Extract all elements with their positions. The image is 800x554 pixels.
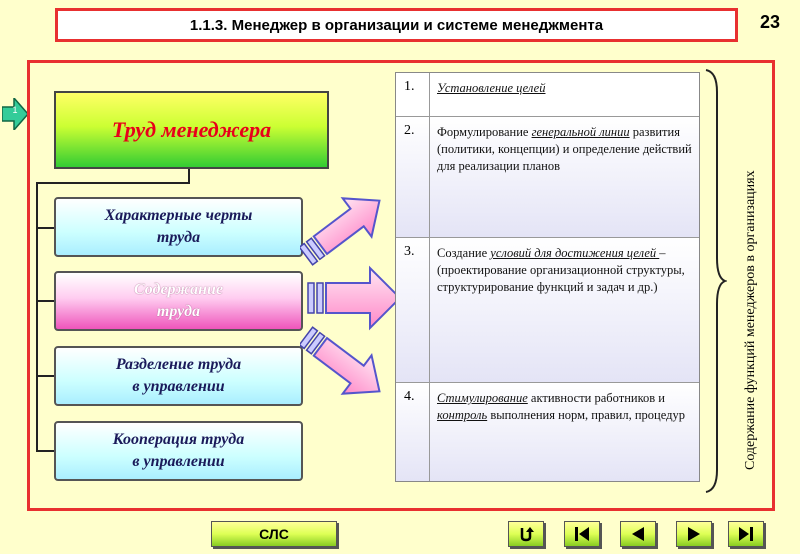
topic-line: в управлении (132, 453, 225, 470)
side-nav-arrow-icon[interactable]: 1 (2, 98, 28, 130)
arrow-up-right-icon (300, 197, 381, 266)
connector-line (36, 182, 38, 452)
row-number: 1. (396, 73, 430, 116)
table-row: 4. Стимулирование активности работников … (396, 383, 699, 481)
topic-line: в управлении (132, 378, 225, 395)
content-frame (27, 60, 775, 511)
svg-text:1: 1 (12, 105, 17, 115)
emphasized-phrase: генеральной линии (531, 125, 630, 139)
topic-line: Содержание (133, 281, 224, 298)
connector-line (36, 300, 54, 302)
emphasized-phrase: контроль (437, 408, 488, 422)
text-fragment: выполнения норм, правил, процедур (487, 408, 685, 422)
row-number: 3. (396, 238, 430, 382)
topic-line: труда (156, 229, 201, 246)
topic-line: Кооперация труда (112, 431, 245, 448)
connector-line (188, 169, 190, 183)
last-slide-button[interactable] (728, 521, 764, 547)
topic-line: труда (156, 303, 201, 320)
last-slide-icon (739, 527, 753, 541)
connector-line (36, 450, 54, 452)
functions-table: 1. Установление целей 2. Формулирование … (395, 72, 700, 482)
prev-slide-icon (632, 527, 644, 541)
topic-cooperation[interactable]: Кооперация труда в управлении (54, 421, 303, 481)
text-fragment: активности работников и (527, 391, 665, 405)
topic-line: Разделение труда (115, 356, 242, 373)
text-fragment: развития (политики, концепции) и определ… (437, 125, 692, 173)
topic-division[interactable]: Разделение труда в управлении (54, 346, 303, 406)
row-text: Формулирование генеральной линии развити… (430, 117, 699, 237)
text-fragment: – (проектирование организационной структ… (437, 246, 685, 294)
table-row: 2. Формулирование генеральной линии разв… (396, 117, 699, 238)
main-topic-box: Труд менеджера (54, 91, 329, 169)
topic-line: Характерные черты (104, 207, 253, 224)
emphasized-phrase: Стимулирование (437, 391, 528, 405)
side-label: Содержание функций менеджеров в организа… (743, 170, 758, 470)
return-icon (520, 527, 534, 542)
sls-button[interactable]: СЛС (211, 521, 337, 547)
next-slide-icon (688, 527, 700, 541)
first-slide-button[interactable] (564, 521, 600, 547)
arrows-group (300, 197, 400, 395)
curly-brace-icon (705, 69, 727, 493)
row-text: Создание условий для достижения целей – … (430, 238, 699, 382)
slide-title: 1.1.3. Менеджер в организации и системе … (55, 8, 738, 42)
arrow-down-right-icon (300, 326, 381, 395)
topic-characteristics[interactable]: Характерные черты труда (54, 197, 303, 257)
emphasized-phrase: условий для достижения целей (490, 246, 660, 260)
prev-slide-button[interactable] (620, 521, 656, 547)
row-text: Установление целей (430, 73, 699, 116)
return-button[interactable] (508, 521, 544, 547)
row-number: 2. (396, 117, 430, 237)
table-row: 1. Установление целей (396, 73, 699, 117)
emphasized-phrase: Установление целей (437, 81, 546, 95)
text-fragment: Формулирование (437, 125, 532, 139)
connector-line (36, 182, 190, 184)
connector-line (36, 375, 54, 377)
text-fragment: Создание (437, 246, 491, 260)
arrow-right-icon (307, 265, 400, 331)
first-slide-icon (575, 527, 589, 541)
topic-content[interactable]: Содержание труда (54, 271, 303, 331)
row-text: Стимулирование активности работников и к… (430, 383, 699, 481)
connector-line (36, 227, 54, 229)
next-slide-button[interactable] (676, 521, 712, 547)
row-number: 4. (396, 383, 430, 481)
table-row: 3. Создание условий для достижения целей… (396, 238, 699, 383)
page-number: 23 (760, 12, 781, 32)
